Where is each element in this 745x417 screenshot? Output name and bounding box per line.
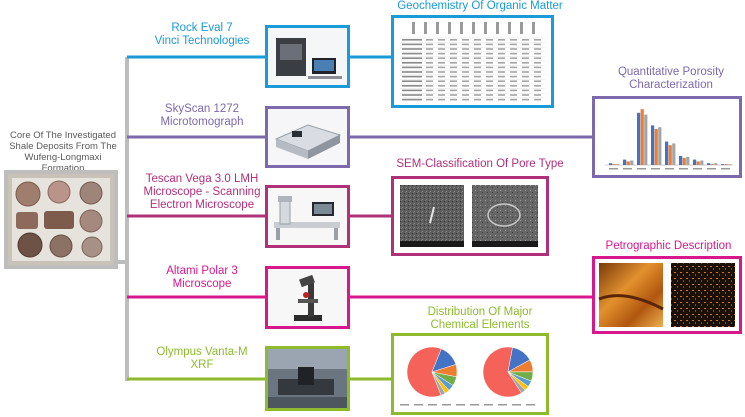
polarizing-microscope-photo <box>268 269 347 326</box>
title-chemical-elements-line-2: Chemical Elements <box>430 319 530 331</box>
title-porosity: Quantitative Porosity Characterization <box>597 66 745 92</box>
label-altami-line-2: Microscope <box>172 278 232 290</box>
petrographic-frame <box>592 256 742 334</box>
xrf-frame <box>265 346 350 411</box>
porosity-bar-chart-thumbnail <box>595 99 739 175</box>
label-rock-eval: Rock Eval 7 Vinci Technologies <box>128 22 276 48</box>
core-caption-line-3: Wufeng-Longmaxi Formation <box>24 152 102 174</box>
title-petrographic: Petrographic Description <box>592 240 745 253</box>
title-porosity-line-2: Characterization <box>629 79 713 91</box>
core-caption: Core Of The Investigated Shale Deposits … <box>2 130 124 174</box>
sem-microscope-photo <box>268 188 347 245</box>
rock-eval-instrument-photo <box>268 28 347 85</box>
geochemistry-frame <box>391 15 554 108</box>
title-geochemistry: Geochemistry Of Organic Matter <box>370 0 590 13</box>
microtomograph-photo <box>268 109 347 165</box>
label-altami-line-1: Altami Polar 3 <box>166 265 238 277</box>
label-skyscan-line-1: SkyScan 1272 <box>164 103 240 115</box>
title-porosity-line-1: Quantitative Porosity <box>617 66 725 78</box>
chemical-elements-frame <box>391 333 549 415</box>
label-xrf-line-2: XRF <box>190 359 214 371</box>
geochemistry-table-thumbnail <box>394 18 551 105</box>
label-sem-line-3: Electron Microscope <box>149 199 255 211</box>
title-sem-classification: SEM-Classification Of Pore Type <box>370 158 590 171</box>
label-sem-line-1: Tescan Vega 3.0 LMH <box>145 173 259 185</box>
label-rock-eval-line-1: Rock Eval 7 <box>171 22 233 34</box>
title-chemical-elements-line-1: Distribution Of Major <box>427 306 533 318</box>
label-sem-line-2: Microscope - Scanning <box>143 186 261 198</box>
title-geochemistry-line-1: Geochemistry Of Organic Matter <box>397 0 563 12</box>
label-xrf: Olympus Vanta-M XRF <box>128 346 276 372</box>
altami-frame <box>265 266 350 329</box>
label-sem-instrument: Tescan Vega 3.0 LMH Microscope - Scannin… <box>128 173 276 212</box>
sem-instrument-frame <box>265 185 350 248</box>
title-sem-classification-line-1: SEM-Classification Of Pore Type <box>396 158 564 170</box>
core-caption-line-1: Core Of The Investigated <box>10 130 116 141</box>
label-altami: Altami Polar 3 Microscope <box>128 265 276 291</box>
rock-eval-frame <box>265 25 350 88</box>
core-caption-line-2: Shale Deposits From The <box>9 141 117 152</box>
title-petrographic-line-1: Petrographic Description <box>605 240 732 252</box>
label-skyscan: SkyScan 1272 Microtomograph <box>128 103 276 129</box>
label-skyscan-line-2: Microtomograph <box>160 116 244 128</box>
skyscan-frame <box>265 106 350 168</box>
sem-output-frame <box>391 176 549 256</box>
xrf-analyzer-photo <box>268 349 347 408</box>
core-samples-photo <box>8 174 114 265</box>
label-rock-eval-line-2: Vinci Technologies <box>154 35 250 47</box>
thin-section-micrograph <box>598 263 735 327</box>
element-pie-chart-thumbnail <box>394 336 546 412</box>
porosity-frame <box>592 96 742 178</box>
core-samples-frame <box>4 170 118 269</box>
title-chemical-elements: Distribution Of Major Chemical Elements <box>380 306 580 332</box>
sem-micrograph <box>400 185 538 247</box>
label-xrf-line-1: Olympus Vanta-M <box>156 346 248 358</box>
